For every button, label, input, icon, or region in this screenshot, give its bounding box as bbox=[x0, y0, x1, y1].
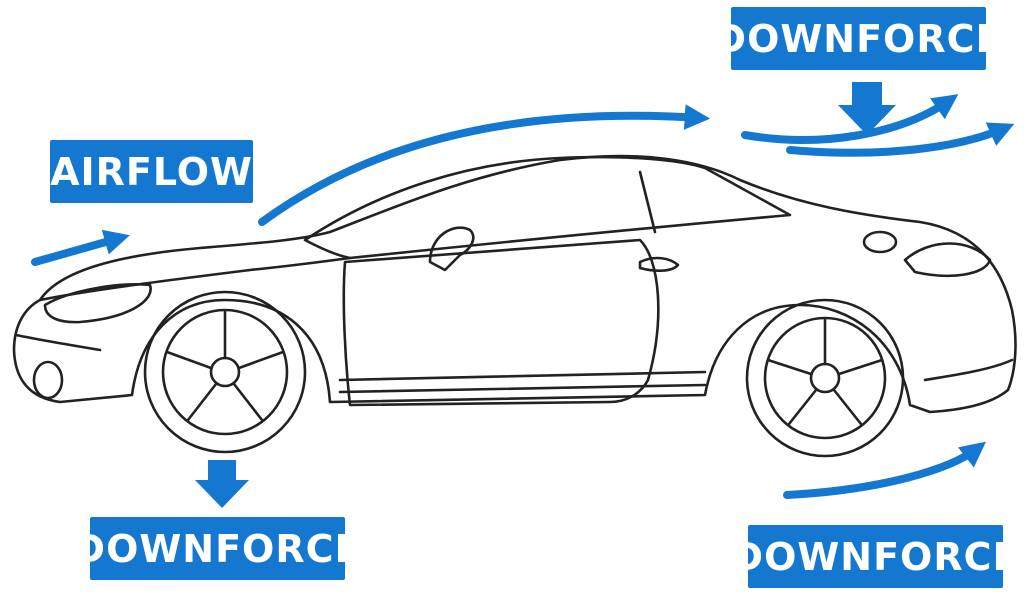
airflow-label: AIRFLOW bbox=[50, 140, 253, 203]
downforce-arrow-icon bbox=[195, 460, 249, 508]
car-outline-icon bbox=[12, 154, 1017, 458]
airflow-arrow-icon bbox=[258, 104, 711, 226]
downforce-arrow-icon bbox=[838, 82, 896, 135]
airflow-arrow-icon bbox=[31, 229, 130, 266]
airflow-arrows bbox=[31, 94, 1015, 499]
downforce-label-bottom-left: DOWNFORCE bbox=[74, 517, 360, 580]
downforce-label-bottom-right: DOWNFORCE bbox=[732, 525, 1018, 588]
airflow-arrow-icon bbox=[786, 122, 1015, 157]
downforce-label-top: DOWNFORCE bbox=[715, 7, 1001, 70]
airflow-arrow-icon bbox=[783, 441, 987, 499]
airflow-arrow-icon bbox=[741, 94, 959, 144]
